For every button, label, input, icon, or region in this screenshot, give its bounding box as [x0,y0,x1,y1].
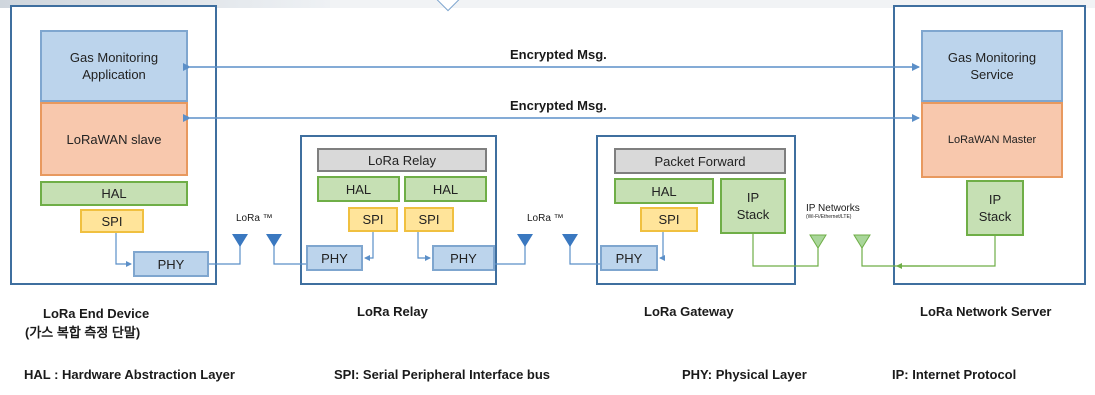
relay-title: LoRa Relay [357,304,428,319]
end-device-title-line2: (가스 복합 측정 단말) [25,325,141,340]
antenna-icon [232,234,248,247]
lorawan-master-box: LoRaWAN Master [921,102,1063,178]
lora-link-label-2: LoRa ™ [527,213,564,224]
gateway-ip-network-link [752,234,819,267]
lora-link-label-1: LoRa ™ [236,213,273,224]
relay-spi-right-box: SPI [404,207,454,232]
ip-networks-subtitle: (Wi-Fi/Ethernet/LTE) [806,214,852,220]
relay-spi-right-phy-link [417,232,431,261]
relay-spi-left-box: SPI [348,207,398,232]
antenna-icon [809,234,827,249]
lorawan-slave-box: LoRaWAN slave [40,102,188,176]
end-device-title-line1: LoRa End Device [43,306,150,321]
background-decoration-top [330,0,1095,8]
server-ip-stack-box: IP Stack [966,180,1024,236]
end-device-spi-phy-link [115,233,132,267]
encrypted-msg-label-bottom: Encrypted Msg. [510,98,607,113]
legend-spi: SPI: Serial Peripheral Interface bus [334,367,551,382]
relay-spi-left-phy-link [364,232,374,261]
antenna-icon [517,234,533,247]
background-decoration [0,0,330,8]
gas-monitoring-service-box: Gas Monitoring Service [921,30,1063,102]
relay-right-antenna-link [495,244,526,265]
relay-phy-left-box: PHY [306,245,363,271]
relay-phy-right-box: PHY [432,245,495,271]
legend-hal: HAL : Hardware Abstraction Layer [24,367,235,382]
gas-monitoring-application-box: Gas Monitoring Application [40,30,188,102]
relay-header-box: LoRa Relay [317,148,487,172]
legend-phy: PHY: Physical Layer [682,367,807,382]
ip-networks-label: IP Networks (Wi-Fi/Ethernet/LTE) [806,203,860,220]
legend-ip: IP: Internet Protocol [892,367,1017,382]
server-ip-network-link [861,236,996,267]
antenna-icon [853,234,871,249]
end-device-phy-box: PHY [133,251,209,277]
gateway-spi-box: SPI [640,207,698,232]
end-device-title: LoRa End Device (가스 복합 측정 단말) [25,304,150,342]
gateway-spi-phy-link [659,232,665,261]
gateway-ip-stack-box: IP Stack [720,178,786,234]
gateway-hal-box: HAL [614,178,714,204]
gateway-title: LoRa Gateway [644,304,734,319]
server-title: LoRa Network Server [920,304,1052,319]
ip-networks-title: IP Networks [806,203,860,214]
gateway-left-antenna-link [569,244,600,265]
antenna-icon [562,234,578,247]
end-device-hal-box: HAL [40,181,188,206]
encrypted-msg-label-top: Encrypted Msg. [510,47,607,62]
end-device-antenna-link [209,244,241,265]
packet-forward-box: Packet Forward [614,148,786,174]
end-device-spi-box: SPI [80,209,144,233]
relay-left-antenna-link [273,244,306,265]
relay-hal-right-box: HAL [404,176,487,202]
relay-hal-left-box: HAL [317,176,400,202]
antenna-icon [266,234,282,247]
gateway-phy-box: PHY [600,245,658,271]
